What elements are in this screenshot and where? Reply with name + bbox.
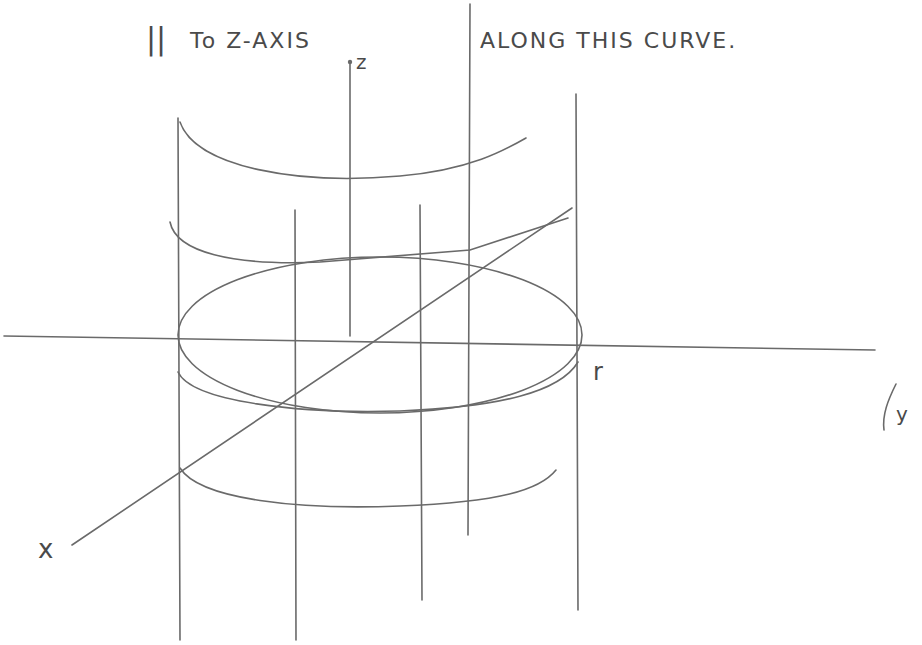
ruling-line [295, 210, 296, 640]
radius-label: r [593, 360, 603, 384]
section-curve [178, 362, 578, 411]
section-curve [180, 468, 556, 507]
section-curve [170, 218, 568, 263]
note-text: To Z-AXIS [190, 30, 311, 52]
ruling-line [420, 205, 422, 600]
x-axis [72, 208, 572, 545]
base-curve [178, 257, 582, 413]
z-axis [349, 62, 351, 336]
parallel-symbol: || [146, 24, 166, 54]
ruling-line [576, 94, 578, 610]
y-axis [4, 336, 875, 350]
ruling-line [468, 4, 470, 535]
section-curve [180, 122, 526, 178]
note-text: ALONG THIS CURVE. [480, 30, 737, 52]
axis-label: z [356, 52, 367, 72]
axis-label: x [38, 536, 53, 562]
y-mark [884, 384, 896, 430]
z-axis-tip [348, 60, 352, 64]
ruling-line [178, 118, 180, 640]
axis-label: y [896, 404, 908, 424]
